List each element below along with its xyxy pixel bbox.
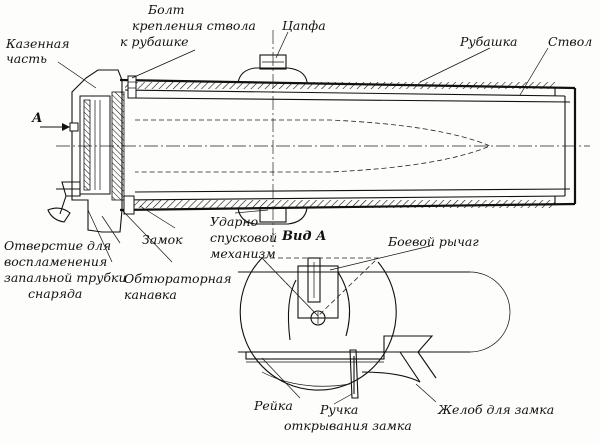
label-groove-2: канавка [124, 287, 177, 302]
bore-bottom [134, 188, 571, 193]
trigger-housing [297, 265, 339, 319]
label-bolt-2: крепления ствола [132, 18, 256, 33]
label-handle-2: открывания замка [284, 418, 412, 433]
label-hole-1: Отверстие для [4, 238, 111, 253]
projectile-outline [135, 119, 492, 173]
label-trigger-1: Ударно [210, 214, 258, 229]
label-trigger-3: механизм [210, 246, 276, 261]
label-trunnion: Цапфа [282, 18, 326, 33]
jacket-hatch-bottom [125, 200, 555, 208]
label-breech-1: Казенная [5, 36, 70, 51]
lock-chute [383, 335, 434, 353]
label-chute: Желоб для замка [437, 402, 554, 417]
barrel-bottom-outer [124, 195, 566, 201]
breech-face-circle [239, 257, 397, 391]
label-breech-2: часть [6, 51, 47, 66]
lock-handle [349, 349, 359, 399]
label-bolt-3: к рубашке [120, 34, 188, 49]
label-lock: Замок [142, 232, 183, 247]
label-jacket: Рубашка [459, 34, 518, 49]
view-a-detail [238, 257, 511, 399]
breech-block [47, 69, 137, 233]
jacket-hatch-top [125, 82, 555, 89]
barrel-top-outer [124, 89, 566, 97]
label-arrow-a: А [31, 111, 43, 126]
label-firing-lever: Боевой рычаг [387, 234, 479, 249]
label-groove-1: Обтюраторная [124, 271, 232, 286]
leader-lines [57, 31, 549, 405]
barrel-section [40, 30, 590, 250]
labels: Болт крепления ствола к рубашке Цапфа Ру… [4, 2, 592, 433]
label-hole-4: снаряда [28, 286, 82, 301]
bore-top [134, 97, 571, 103]
label-barrel: Ствол [548, 34, 592, 49]
label-hole-3: запальной трубки [4, 270, 127, 285]
label-rack: Рейка [253, 398, 293, 413]
label-bolt-1: Болт [147, 2, 185, 17]
label-view-a: Вид А [281, 229, 327, 244]
label-hole-2: воспламенения [4, 254, 107, 269]
rack [245, 351, 385, 360]
label-trigger-2: спусковой [210, 230, 277, 245]
label-handle-1: Ручка [319, 402, 358, 417]
